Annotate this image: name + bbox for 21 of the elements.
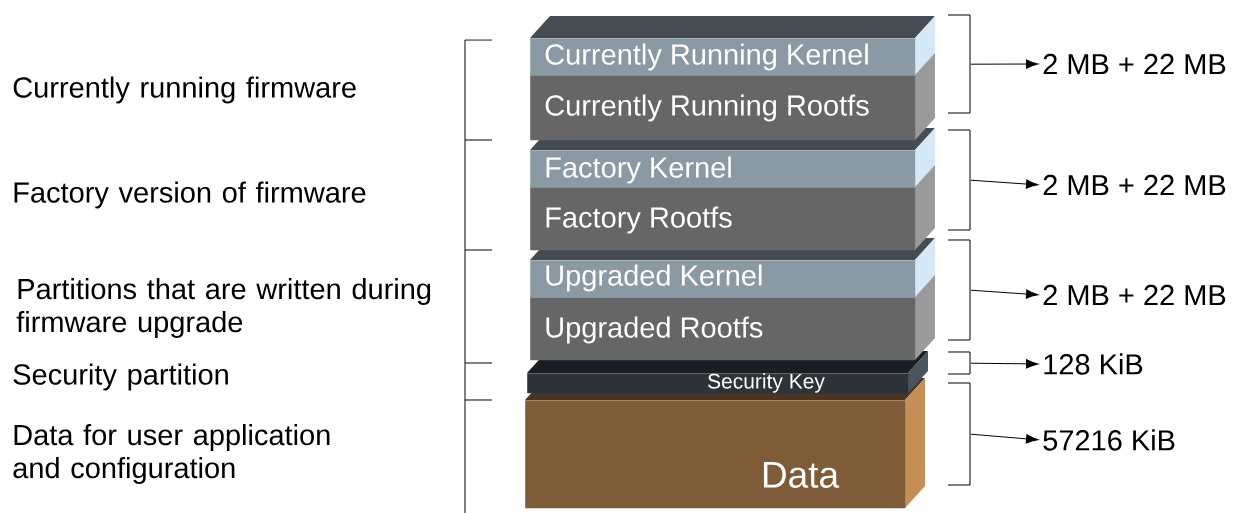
size-label: 2 MB + 22 MB [1043,284,1226,306]
layer-block: Currently Running Kernel [530,16,935,76]
bracket [947,14,971,114]
description-label: Currently running firmware [13,76,356,104]
bracket [947,382,971,486]
size-label: 2 MB + 22 MB [1043,174,1226,196]
arrow [970,289,1039,299]
description-label: Partitions that are written during firmware upgrade [16,278,431,338]
bracket [947,129,971,231]
bracket [947,351,971,375]
description-label: Data for user application and configuration [13,423,330,484]
description-label: Security partition [13,363,228,391]
arrow [970,359,1039,369]
arrow [970,179,1039,189]
size-label: 57216 KiB [1043,429,1175,451]
size-label: 2 MB + 22 MB [1043,53,1226,75]
arrow [970,59,1039,69]
size-label: 128 KiB [1044,353,1143,375]
description-label: Factory version of firmware [14,181,366,209]
bracket [947,239,971,341]
arrow [970,433,1039,444]
